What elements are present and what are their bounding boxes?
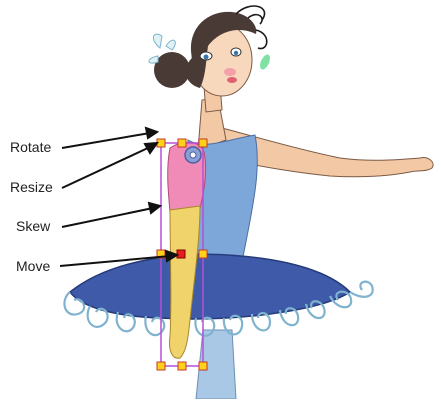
handle-bottom-center[interactable] [178,362,186,370]
label-rotate: Rotate [10,139,51,155]
label-resize: Resize [10,179,53,195]
handle-top-right[interactable] [199,139,207,147]
move-handle[interactable] [177,250,185,258]
label-skew: Skew [16,218,50,234]
arrow-resize [62,147,150,188]
cheek [224,68,236,76]
label-move: Move [16,258,50,274]
handle-middle-right[interactable] [199,250,207,258]
eye-iris [204,55,209,60]
rotation-pivot-icon[interactable] [185,147,201,163]
arrowhead-rotate [146,128,157,138]
callout-arrows [60,128,177,266]
arrow-skew [62,208,153,227]
arrowhead-resize [145,143,157,153]
arrow-rotate [62,133,150,148]
lips [227,77,237,83]
eye-right-iris [234,51,238,55]
hair-bun [154,52,190,88]
handle-bottom-left[interactable] [157,362,165,370]
sparkle [258,53,272,71]
arrowhead-skew [149,203,160,213]
handle-top-center[interactable] [178,139,186,147]
handle-bottom-right[interactable] [199,362,207,370]
